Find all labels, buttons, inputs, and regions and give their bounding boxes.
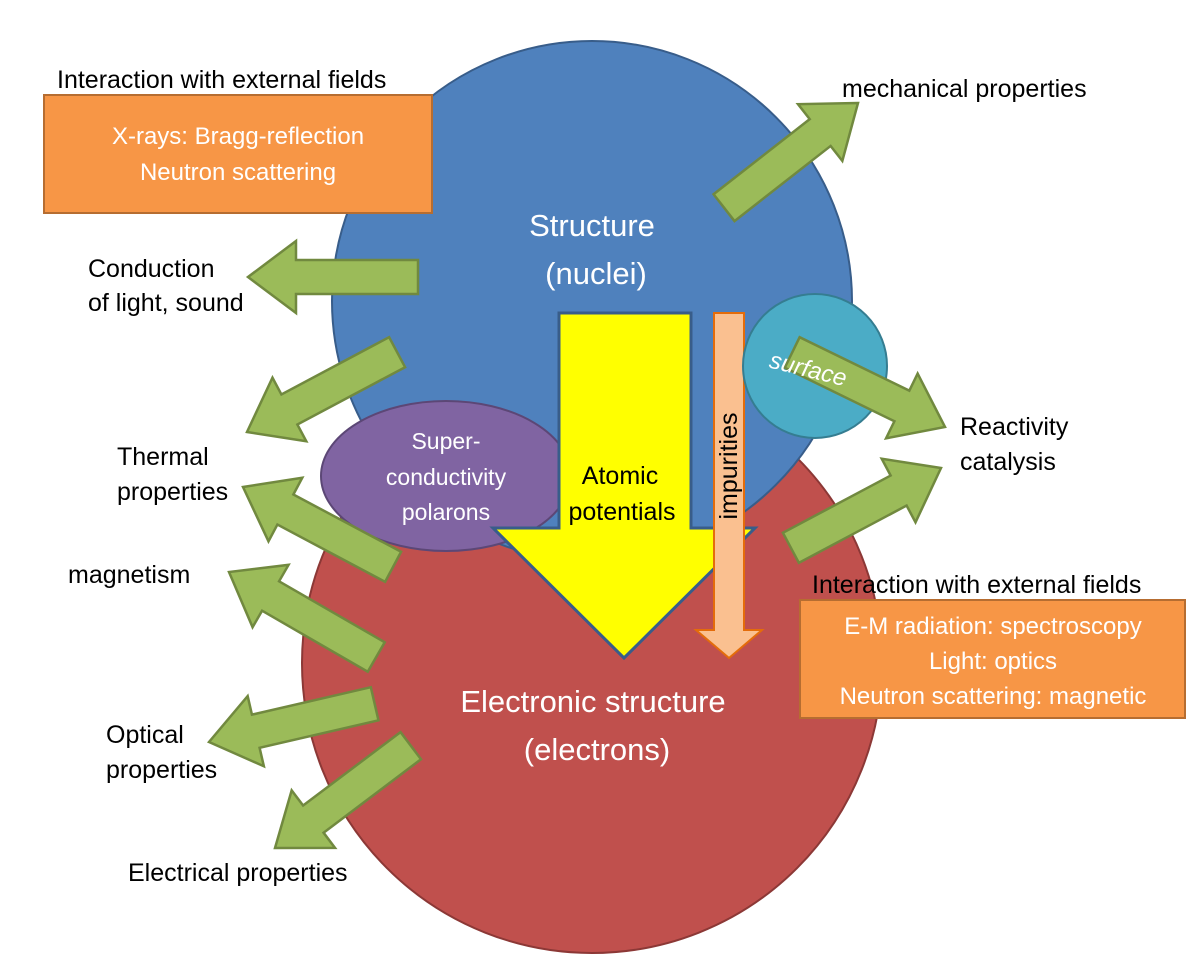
bottom-right-box-line1: E-M radiation: spectroscopy [844,613,1141,640]
label-thermal-1: Thermal [117,443,209,471]
superconductivity-line2: conductivity [386,464,507,490]
label-optical-2: properties [106,756,217,784]
electronic-subtitle: (electrons) [524,732,670,767]
atomic-potentials-line2: potentials [568,498,675,526]
top-left-box [43,94,433,214]
label-reactivity-1: Reactivity [960,413,1069,441]
label-optical-1: Optical [106,721,184,749]
label-electrical: Electrical properties [128,859,348,887]
electronic-title: Electronic structure [460,684,725,719]
label-reactivity-2: catalysis [960,448,1056,476]
label-conduction-1: Conduction [88,255,214,283]
label-thermal-2: properties [117,478,228,506]
top-left-box-heading: Interaction with external fields [57,66,386,94]
bottom-right-box-line3: Neutron scattering: magnetic [840,683,1147,710]
label-magnetism: magnetism [68,561,190,589]
superconductivity-line1: Super- [411,428,480,454]
top-left-box-line1: X-rays: Bragg-reflection [112,123,364,150]
superconductivity-line3: polarons [402,499,490,525]
label-mechanical: mechanical properties [842,75,1087,103]
atomic-potentials-arrow [489,311,759,661]
label-conduction-2: of light, sound [88,289,244,317]
atomic-potentials-line1: Atomic [582,462,658,490]
bottom-right-box [799,599,1186,719]
bottom-right-box-line2: Light: optics [929,648,1057,675]
structure-subtitle: (nuclei) [545,256,647,291]
top-left-box-line2: Neutron scattering [140,159,336,186]
impurities-label: impurities [715,413,743,520]
structure-title: Structure [529,208,655,243]
bottom-right-box-heading: Interaction with external fields [812,571,1141,599]
